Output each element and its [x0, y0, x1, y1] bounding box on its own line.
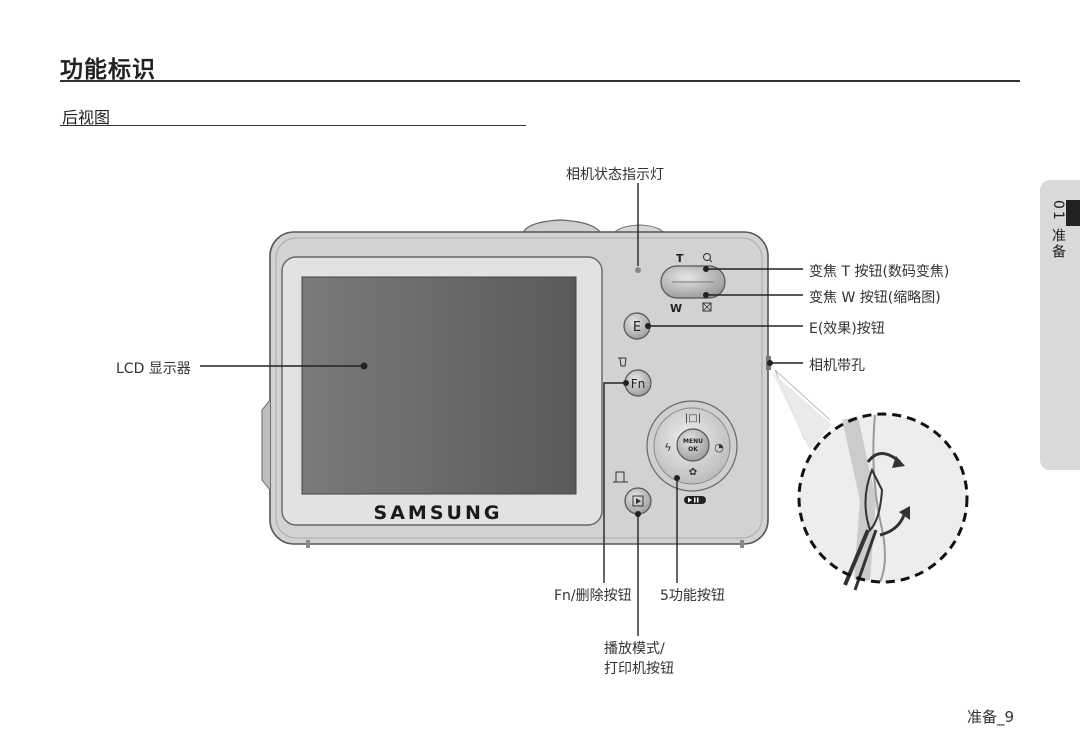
fn-button-label: Fn [631, 377, 646, 391]
magnify-icon [703, 253, 713, 263]
playback-label-line2: 打印机按钮 [604, 661, 674, 677]
ok-text: OK [688, 446, 698, 453]
page-footer: 准备_9 [967, 708, 1015, 726]
e-button-label: E [633, 320, 641, 335]
menu-ok-button[interactable] [676, 428, 710, 462]
trash-icon [618, 357, 627, 367]
strap-label: 相机带孔 [809, 358, 865, 374]
printer-icon [613, 471, 628, 483]
chapter-tab-marker [1066, 200, 1080, 226]
lcd-label: LCD 显示器 [116, 361, 191, 377]
fn-delete-label: Fn/删除按钮 [554, 588, 632, 604]
zoom-w-marker: W [670, 302, 682, 315]
section-rule [60, 125, 526, 126]
zoom-t-marker: T [676, 252, 684, 265]
section-title: 后视图 [62, 108, 111, 127]
flash-icon: ϟ [664, 441, 671, 454]
page-title: 功能标识 [60, 57, 156, 83]
menu-text: MENU [683, 438, 703, 445]
playback-label-line1: 播放模式/ [604, 641, 665, 657]
status-lamp-label: 相机状态指示灯 [566, 167, 664, 183]
strap-detail [799, 414, 967, 582]
play-icon [636, 498, 641, 504]
thumbnail-icon [702, 302, 712, 312]
display-icon: |□| [685, 413, 701, 424]
status-lamp [635, 267, 641, 273]
chapter-tab-label: 01 准备 [1050, 200, 1066, 261]
five-function-label: 5功能按钮 [660, 588, 725, 604]
zoom-t-label: 变焦 T 按钮(数码变焦) [809, 264, 950, 280]
e-button-caption: E(效果)按钮 [809, 321, 885, 337]
zoom-w-label: 变焦 W 按钮(缩略图) [809, 290, 941, 306]
macro-icon: ✿ [689, 467, 697, 478]
brand-logo: SAMSUNG [374, 502, 503, 524]
lcd-screen [301, 276, 577, 495]
self-timer-icon: ◔ [714, 441, 724, 454]
chapter-side-tab[interactable] [1040, 180, 1080, 470]
title-rule [60, 80, 1020, 82]
